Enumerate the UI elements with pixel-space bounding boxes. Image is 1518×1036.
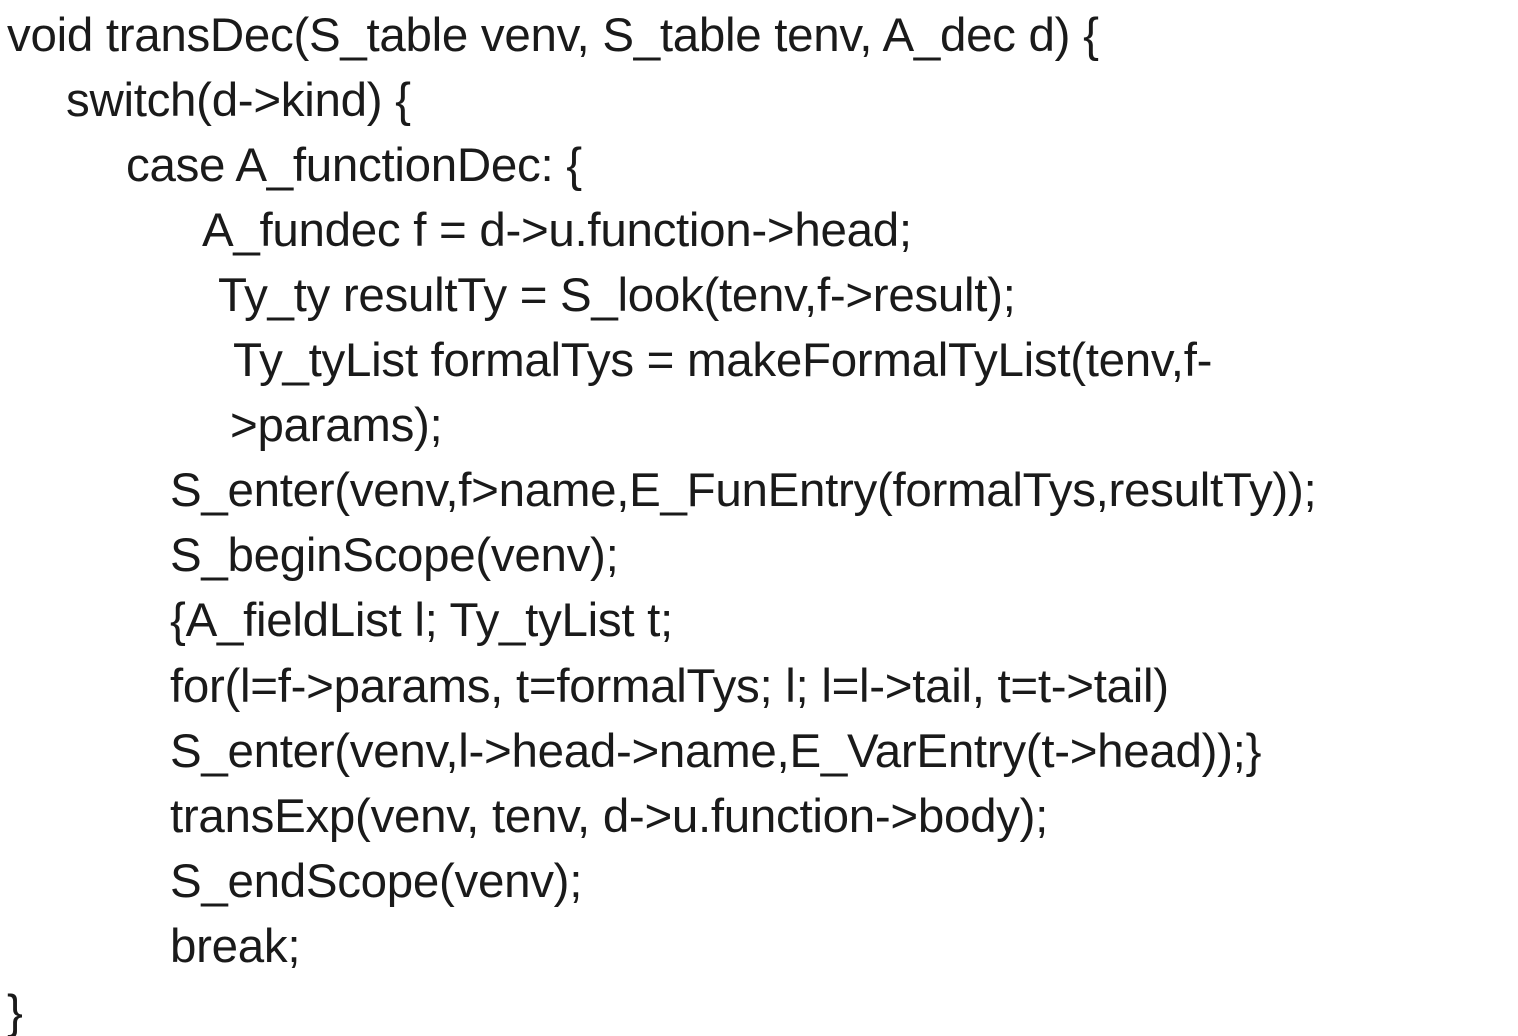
code-line-for-loop: for(l=f->params, t=formalTys; l; l=l->ta… [170, 660, 1169, 713]
code-line-begin-scope: S_beginScope(venv); [170, 529, 619, 582]
code-line-field-list: {A_fieldList l; Ty_tyList t; [170, 594, 673, 647]
code-line-trans-exp: transExp(venv, tenv, d->u.function->body… [170, 790, 1049, 843]
code-line-case: case A_functionDec: { [126, 139, 582, 192]
code-line-function-signature: void transDec(S_table venv, S_table tenv… [7, 9, 1099, 62]
code-line-result-ty: Ty_ty resultTy = S_look(tenv,f->result); [218, 269, 1016, 322]
code-line-formal-tys: Ty_tyList formalTys = makeFormalTyList(t… [233, 334, 1213, 387]
code-line-break: break; [170, 920, 301, 973]
code-line-enter-fun: S_enter(venv,f>name,E_FunEntry(formalTys… [170, 464, 1317, 517]
code-line-switch: switch(d->kind) { [66, 74, 411, 127]
code-line-enter-var: S_enter(venv,l->head->name,E_VarEntry(t-… [170, 725, 1262, 778]
code-line-closing-brace: } [7, 986, 23, 1036]
code-line-fundec: A_fundec f = d->u.function->head; [202, 204, 912, 257]
code-line-end-scope: S_endScope(venv); [170, 855, 583, 908]
code-line-formal-tys-cont: >params); [230, 399, 443, 452]
